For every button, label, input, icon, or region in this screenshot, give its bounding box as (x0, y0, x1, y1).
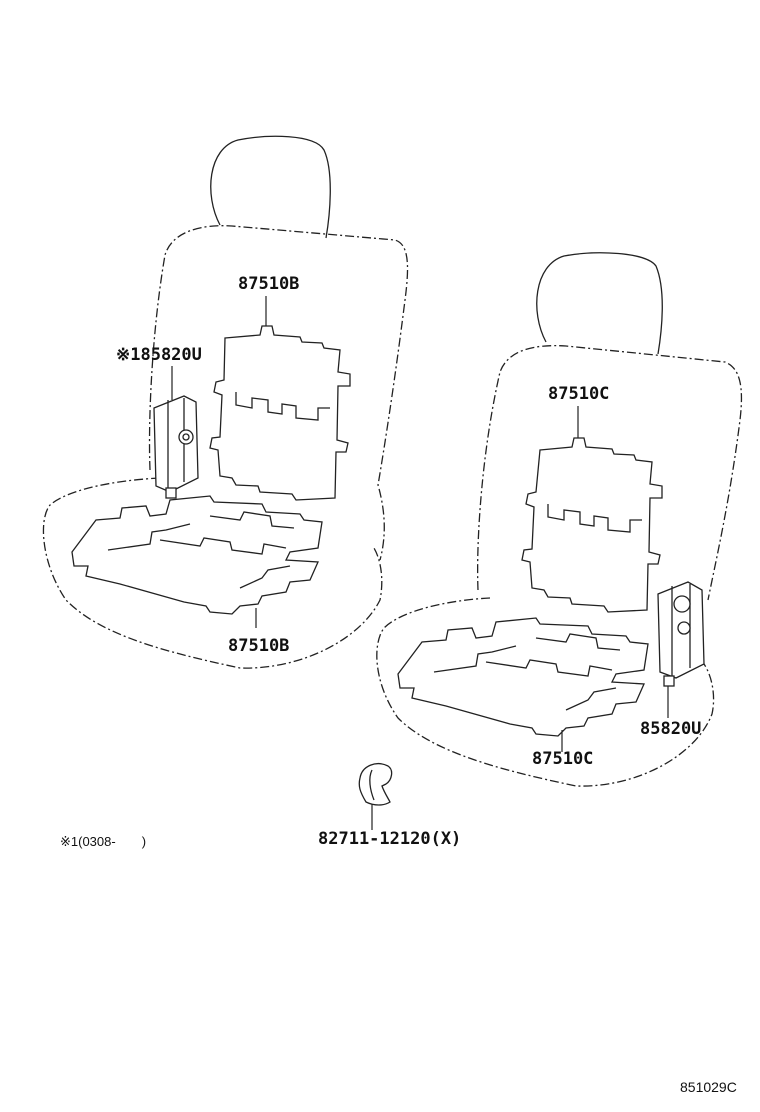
right-cushion-heater-panel (397, 617, 649, 737)
diagram-code: 851029C (680, 1079, 737, 1095)
label-right-sensor: 85820U (640, 719, 701, 739)
right-seatback-outline (476, 344, 743, 601)
label-left-sensor: ※185820U (116, 345, 202, 365)
left-headrest (210, 135, 331, 239)
left-cushion-heater-cutout (107, 511, 295, 589)
right-backrest-heater-cutout (547, 504, 642, 533)
clamp-part (358, 763, 393, 830)
left-cushion-outline (42, 477, 383, 669)
label-right-cushion-heater: 87510C (532, 749, 593, 769)
left-backrest-heater-cutout (235, 392, 330, 421)
right-seat: 87510C 87510C 85820U (376, 252, 743, 787)
right-headrest (536, 252, 663, 355)
left-sensor-unit (153, 395, 199, 499)
label-left-backrest-heater: 87510B (238, 274, 299, 294)
left-seat: 87510B 87510B ※185820U (42, 135, 409, 669)
label-clamp: 82711-12120(X) (318, 829, 461, 849)
footnote-text: ※1(0308- ) (60, 834, 146, 849)
right-cushion-outline (376, 597, 715, 787)
label-right-backrest-heater: 87510C (548, 384, 609, 404)
left-cushion-heater-panel (71, 495, 323, 615)
right-cushion-heater-cutout (433, 633, 621, 711)
left-backrest-heater-panel (209, 325, 351, 501)
label-left-cushion-heater: 87510B (228, 636, 289, 656)
right-backrest-heater-panel (521, 437, 663, 613)
left-seatback-outline (148, 225, 409, 561)
right-sensor-unit (657, 581, 705, 687)
